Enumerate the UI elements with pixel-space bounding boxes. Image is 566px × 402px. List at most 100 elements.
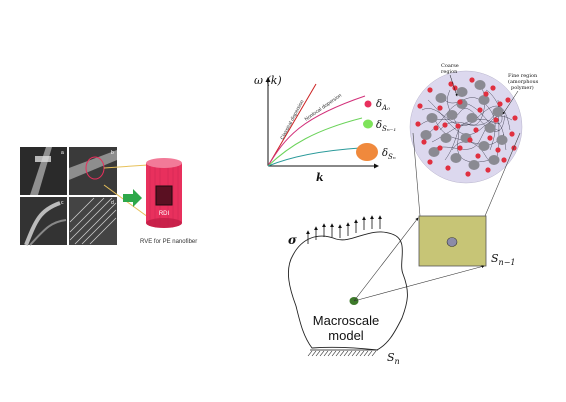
hatch-stroke xyxy=(335,350,341,357)
fine-label-3: polymer) xyxy=(511,84,534,91)
particle xyxy=(465,171,471,177)
grain xyxy=(426,113,438,123)
classical-curve xyxy=(267,83,317,167)
rve-box-dot xyxy=(446,237,458,247)
zoom-line-top xyxy=(103,164,149,169)
body-outline xyxy=(287,231,408,351)
grain xyxy=(446,110,458,120)
coarse-label-1: Coarse xyxy=(441,63,459,69)
particle xyxy=(477,107,483,113)
sem-image-d xyxy=(69,197,117,245)
particle xyxy=(501,157,507,163)
particle xyxy=(485,167,491,173)
fiber-cylinder: RDI xyxy=(146,158,182,228)
hatch-stroke xyxy=(359,350,365,357)
particle xyxy=(427,159,433,165)
grain xyxy=(488,155,500,165)
nonlocal-curve-2 xyxy=(267,117,363,167)
hatch-stroke xyxy=(311,350,317,357)
particle xyxy=(457,99,463,105)
support-hatch xyxy=(307,350,377,357)
stress-label: σ xyxy=(288,233,297,247)
particle xyxy=(448,81,454,87)
curve-label-nonlocal: Nonlocal dispersion xyxy=(304,93,343,123)
sem-label-c: c xyxy=(61,200,64,206)
particle xyxy=(445,165,451,171)
marker-sn-label: δSₙ xyxy=(382,148,396,161)
grain xyxy=(435,93,447,103)
sem-image-grid: a b c d xyxy=(20,147,117,246)
particle xyxy=(493,117,499,123)
grain xyxy=(466,113,478,123)
coarse-grains xyxy=(420,80,508,170)
hatch-stroke xyxy=(351,350,357,357)
particle xyxy=(487,135,493,141)
hatch-stroke xyxy=(371,350,377,357)
marker-sn xyxy=(356,143,378,161)
hatch-stroke xyxy=(315,350,321,357)
grain xyxy=(478,141,490,151)
particle xyxy=(490,85,496,91)
rve-caption: RVE for PE nanofiber xyxy=(140,239,197,245)
particle xyxy=(437,145,443,151)
particle xyxy=(483,91,489,97)
hatch-stroke xyxy=(319,350,325,357)
particle xyxy=(415,121,421,127)
coarse-pointer xyxy=(449,74,458,97)
particle xyxy=(512,115,518,121)
macro-model-label-1: Macroscale xyxy=(313,313,379,328)
hatch-stroke xyxy=(367,350,373,357)
marker-sn-1-label: δSₙ₋₁ xyxy=(376,120,396,133)
particle xyxy=(437,105,443,111)
hatch-stroke xyxy=(343,350,349,357)
x-axis-label: k xyxy=(316,171,324,184)
particle xyxy=(457,145,463,151)
nonlocal-curve-3 xyxy=(267,147,361,167)
hatch-stroke xyxy=(339,350,345,357)
link-line-top xyxy=(353,217,419,302)
particle xyxy=(509,131,515,137)
boundary-label: Sn xyxy=(387,351,400,366)
particle xyxy=(442,122,448,128)
hatch-stroke xyxy=(363,350,369,357)
stress-arrows xyxy=(306,215,382,244)
microstructure-circle xyxy=(409,70,523,184)
y-axis-label: ω (k) xyxy=(254,74,282,87)
zoom-line-right xyxy=(484,132,521,217)
grain xyxy=(496,135,508,145)
grain xyxy=(474,80,486,90)
grain xyxy=(420,130,432,140)
particle xyxy=(469,77,475,83)
grain xyxy=(478,95,490,105)
macro-model-label-2: model xyxy=(328,328,364,343)
hatch-stroke xyxy=(331,350,337,357)
particle xyxy=(475,153,481,159)
marker-a0-label: δA₀ xyxy=(376,99,390,112)
sem-label-b: b xyxy=(111,150,114,156)
fine-pointer xyxy=(502,90,519,115)
grain xyxy=(440,133,452,143)
grain xyxy=(492,107,504,117)
particle xyxy=(467,137,473,143)
particle xyxy=(417,103,423,109)
zoom-line-left xyxy=(412,132,421,217)
rve-box-label: Sn−1 xyxy=(491,252,516,267)
rdi-label: RDI xyxy=(159,211,170,217)
sem-label-d: d xyxy=(111,200,114,206)
particle xyxy=(505,97,511,103)
hatch-stroke xyxy=(347,350,353,357)
marker-sn-1 xyxy=(363,119,373,129)
particle xyxy=(473,127,479,133)
particle xyxy=(497,101,503,107)
particle xyxy=(455,123,461,129)
rve-box: Sn−1 xyxy=(418,215,516,267)
macroscale-model: σ Macroscale model Sn xyxy=(287,215,485,366)
hatch-stroke xyxy=(355,350,361,357)
green-arrow-icon xyxy=(123,189,142,207)
grain xyxy=(456,87,468,97)
grain xyxy=(428,147,440,157)
nonlocal-curve-1 xyxy=(267,95,366,167)
curve-label-classical: Classical dispersion xyxy=(279,99,305,141)
fine-label-2: (amorphous xyxy=(508,78,539,85)
